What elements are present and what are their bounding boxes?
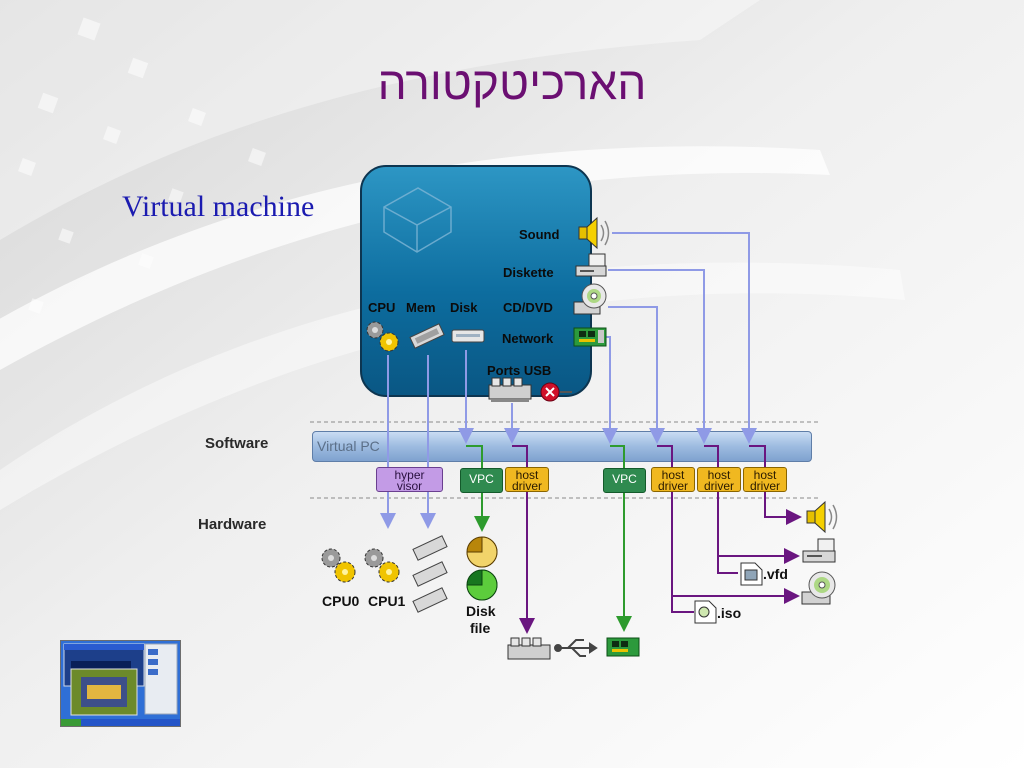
vm-diskette-label: Diskette bbox=[503, 265, 554, 280]
host-driver-fdd-line1: host bbox=[707, 468, 731, 482]
cpu0-icon bbox=[321, 548, 356, 583]
hardware-layer-label: Hardware bbox=[198, 516, 267, 533]
vm-network-label: Network bbox=[502, 331, 554, 346]
vpc-network-tag: VPC bbox=[603, 468, 646, 493]
host-cd-drive-icon bbox=[801, 571, 836, 605]
vm-cpu-icon bbox=[366, 321, 399, 352]
vm-speaker-icon bbox=[578, 216, 610, 250]
host-driver-sound-line2: driver bbox=[749, 479, 780, 493]
fdd-host-arrow bbox=[717, 492, 738, 574]
host-driver-fdd-tag: host driver bbox=[697, 467, 741, 492]
iso-file-label: .iso bbox=[717, 605, 742, 621]
virtual-machine-box bbox=[360, 165, 592, 397]
host-driver-sound-line1: host bbox=[753, 468, 777, 482]
host-network-card-icon bbox=[606, 637, 640, 657]
vpc-disk-tag: VPC bbox=[460, 468, 503, 493]
usb-disabled-icon bbox=[540, 382, 572, 402]
iso-file-icon bbox=[694, 600, 717, 624]
disk-file-label-line1: Disk bbox=[466, 603, 496, 619]
cpu1-icon bbox=[364, 548, 400, 583]
vm-mem-label: Mem bbox=[406, 300, 436, 315]
host-driver-cd-line2: driver bbox=[657, 479, 688, 493]
sound-arrow bbox=[612, 232, 757, 444]
host-ports-icon bbox=[507, 637, 551, 660]
host-driver-cd-tag: host driver bbox=[651, 467, 695, 492]
vm-cd-dvd-icon bbox=[573, 283, 607, 315]
snd-host-bend bbox=[749, 445, 766, 468]
host-driver-usb-tag: host driver bbox=[505, 467, 549, 492]
cd-host-bend bbox=[657, 445, 673, 468]
vm-sound-label: Sound bbox=[519, 227, 560, 242]
thumbnail-graphic bbox=[61, 641, 180, 726]
host-driver-usb-line2: driver bbox=[511, 479, 542, 493]
cpu1-label: CPU1 bbox=[368, 593, 406, 609]
fdd-host-bend bbox=[704, 445, 719, 468]
virtual-machine-heading: Virtual machine bbox=[122, 190, 315, 223]
vfd-file-label: .vfd bbox=[763, 566, 788, 582]
vm-ports-usb-label: Ports USB bbox=[487, 363, 552, 378]
diskette-arrow bbox=[608, 269, 712, 444]
slide-title: הארכיטקטורה bbox=[377, 57, 647, 109]
vfd-file-icon bbox=[740, 562, 763, 586]
vm-network-card-icon bbox=[573, 327, 607, 347]
virtual-pc-bar: Virtual PC bbox=[312, 431, 812, 462]
snd-host-arrow bbox=[764, 492, 802, 525]
disk-file-label-line2: file bbox=[470, 620, 491, 636]
cd-host-arrow bbox=[671, 492, 694, 613]
hypervisor-line2: visor bbox=[396, 479, 423, 493]
host-diskette-drive-icon bbox=[802, 538, 836, 563]
hypervisor-tag: hyper visor bbox=[376, 467, 443, 492]
vpc-disk-green-bend bbox=[466, 445, 483, 468]
vpc-net-green-bend bbox=[610, 445, 625, 468]
vm-diskette-drive-icon bbox=[575, 253, 607, 277]
cddvd-arrow bbox=[608, 306, 665, 444]
vm-cddvd-label: CD/DVD bbox=[503, 300, 553, 315]
usb-symbol-icon bbox=[554, 639, 598, 657]
host-memory-icon bbox=[412, 535, 448, 613]
virtual-pc-screenshot-thumbnail bbox=[60, 640, 181, 727]
host-driver-sound-tag: host driver bbox=[743, 467, 787, 492]
vm-cpu-label: CPU bbox=[368, 300, 396, 315]
vm-disk-label: Disk bbox=[450, 300, 478, 315]
hypervisor-line1: hyper bbox=[394, 468, 425, 482]
cube-icon bbox=[383, 187, 452, 253]
vm-memory-icon bbox=[409, 323, 445, 349]
host-driver-cd-line1: host bbox=[661, 468, 685, 482]
virtual-pc-label: Virtual PC bbox=[317, 438, 380, 454]
usb-host-bend bbox=[512, 445, 528, 468]
disk-file-icon bbox=[466, 536, 498, 601]
host-driver-usb-line1: host bbox=[515, 468, 539, 482]
host-speaker-icon bbox=[806, 500, 838, 534]
software-layer-label: Software bbox=[205, 435, 269, 452]
vm-disk-icon bbox=[451, 329, 485, 343]
cpu0-label: CPU0 bbox=[322, 593, 360, 609]
network-arrow bbox=[602, 336, 618, 444]
vm-ports-icon bbox=[488, 377, 532, 402]
host-driver-fdd-line2: driver bbox=[703, 479, 734, 493]
